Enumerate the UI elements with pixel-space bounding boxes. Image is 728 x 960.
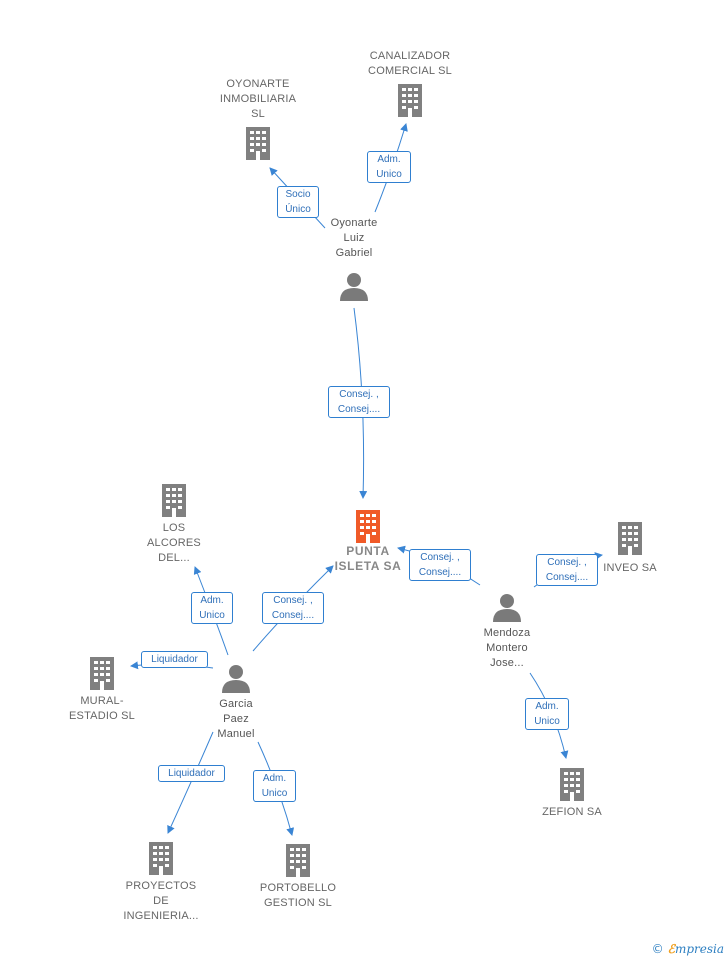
node-oyonarte-inmobiliaria[interactable]: OYONARTE INMOBILIARIA SL [198, 77, 318, 161]
node-proyectos[interactable]: PROYECTOS DE INGENIERIA... [106, 840, 216, 924]
building-icon [90, 657, 114, 690]
edge-label-consej-inveo[interactable]: Consej. , Consej.... [536, 554, 598, 586]
edge-label-adm-unico-zefion[interactable]: Adm. Unico [525, 698, 569, 730]
node-punta-isleta[interactable]: PUNTA ISLETA SA [318, 508, 418, 574]
node-label: OYONARTE INMOBILIARIA SL [219, 78, 297, 120]
node-oyonarte-person[interactable]: Oyonarte Luiz Gabriel [304, 216, 404, 301]
edge-label-adm-unico-portobello[interactable]: Adm. Unico [253, 770, 296, 802]
building-icon [618, 522, 642, 555]
node-mendoza-person[interactable]: Mendoza Montero Jose... [457, 592, 557, 671]
node-los-alcores[interactable]: LOS ALCORES DEL... [124, 482, 224, 566]
node-label: PORTOBELLO GESTION SL [259, 882, 337, 909]
node-garcia-person[interactable]: Garcia Paez Manuel [186, 663, 286, 742]
node-label: MURAL- ESTADIO SL [69, 695, 135, 722]
building-icon [560, 768, 584, 801]
edge-label-adm-unico-canalizador[interactable]: Adm. Unico [367, 151, 411, 183]
edge-label-consej-mendoza[interactable]: Consej. , Consej.... [409, 549, 471, 581]
node-label: ZEFION SA [542, 806, 602, 818]
building-icon [149, 842, 173, 875]
building-icon [246, 127, 270, 160]
building-icon [162, 484, 186, 517]
brand-logo-letter: ℰ [667, 942, 675, 956]
person-icon [222, 665, 250, 693]
edge-garcia-to-proyectos [167, 731, 214, 834]
node-mural-estadio[interactable]: MURAL- ESTADIO SL [52, 655, 152, 724]
node-portobello[interactable]: PORTOBELLO GESTION SL [248, 842, 348, 911]
node-label: INVEO SA [603, 562, 657, 574]
node-label: Oyonarte Luiz Gabriel [330, 217, 378, 259]
building-icon [398, 84, 422, 117]
brand-name: mpresia [674, 942, 724, 956]
building-icon [286, 844, 310, 877]
node-label: CANALIZADOR COMERCIAL SL [368, 50, 452, 77]
edge-label-socio-unico[interactable]: Socio Único [277, 186, 319, 218]
node-inveo[interactable]: INVEO SA [592, 561, 668, 576]
edge-label-consej-oyonarte[interactable]: Consej. , Consej.... [328, 386, 390, 418]
node-canalizador[interactable]: CANALIZADOR COMERCIAL SL [350, 49, 470, 118]
edge-label-liquidador-proyectos[interactable]: Liquidador [158, 765, 225, 782]
node-label: Garcia Paez Manuel [217, 698, 255, 740]
edge-label-adm-unico-alcores[interactable]: Adm. Unico [191, 592, 233, 624]
building-icon [356, 510, 380, 543]
node-label: PUNTA ISLETA SA [334, 544, 402, 573]
node-label: PROYECTOS DE INGENIERIA... [123, 880, 199, 922]
brand-watermark: ©ℰmpresia [652, 942, 724, 956]
person-icon [493, 594, 521, 622]
edge-label-consej-garcia[interactable]: Consej. , Consej.... [262, 592, 324, 624]
person-icon [340, 273, 368, 301]
edge-label-liquidador-mural[interactable]: Liquidador [141, 651, 208, 668]
node-label: Mendoza Montero Jose... [483, 627, 531, 669]
copyright-symbol: © [651, 942, 664, 956]
node-zefion[interactable]: ZEFION SA [522, 766, 622, 820]
node-label: LOS ALCORES DEL... [147, 522, 201, 564]
